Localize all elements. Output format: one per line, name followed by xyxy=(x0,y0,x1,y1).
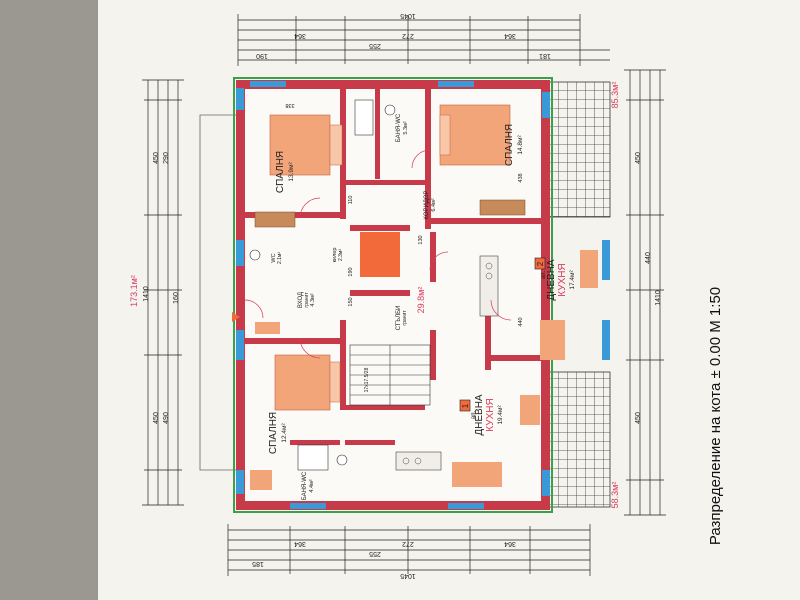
room-stairs-area: 29.8м² xyxy=(416,287,426,314)
furniture-beds xyxy=(269,104,511,411)
room-bath-top-area: 5.3м² xyxy=(403,121,409,134)
room-hall-area: 4.3м² xyxy=(310,293,316,306)
dim-interior-110: 110 xyxy=(348,196,354,205)
dim-top-364a: 364 xyxy=(294,32,306,39)
room-wc-area: 2.1м² xyxy=(277,252,283,264)
room-living-right-area: 17.4м² xyxy=(569,270,576,290)
total-area-label: 173.1м² xyxy=(129,275,139,307)
room-corridor-name: КОРИДОР xyxy=(424,190,430,219)
sheet-title: Разпределение на кота ± 0.00 М 1:50 xyxy=(707,287,724,545)
dim-interior-440: 440 xyxy=(518,317,524,326)
room-stairs-name: СТЪЛБИ xyxy=(396,306,402,331)
apt-1-label: ап. xyxy=(471,411,477,420)
dim-right-450b: 450 xyxy=(635,412,642,424)
apartment-marker-1: ап. 1 xyxy=(459,399,477,420)
dimension-chain-left xyxy=(142,79,184,506)
dim-right-1410: 1410 xyxy=(655,290,662,306)
stair-core-lift xyxy=(360,232,400,277)
room-bath-bottom-area: 4.4м² xyxy=(309,479,315,492)
dim-interior-438: 438 xyxy=(518,173,524,182)
terrace-bottom xyxy=(547,371,611,508)
room-living-right-name: ДНЕВНА xyxy=(546,259,557,301)
dimension-chain-bottom xyxy=(227,524,591,576)
dim-bottom-364b: 364 xyxy=(504,540,516,547)
dim-left-490: 490 xyxy=(163,412,170,424)
apt-2-number: 2 xyxy=(536,261,545,266)
dim-bottom-total: 1045 xyxy=(400,572,416,579)
room-bedroom-right-area: 14.8м² xyxy=(517,135,524,155)
dim-top-364b: 364 xyxy=(504,32,516,39)
room-wc-name: WC xyxy=(271,253,277,262)
room-living-bottom-area: 19.4м² xyxy=(497,405,504,425)
room-storage-area: 2.3м² xyxy=(338,249,344,261)
door-swings xyxy=(244,149,512,359)
dim-left-total: 1410 xyxy=(143,286,150,302)
interior-walls xyxy=(245,89,541,445)
dim-left-160: 160 xyxy=(173,292,180,304)
dim-right-440: 440 xyxy=(645,252,652,264)
room-storage-name: килер xyxy=(332,248,338,263)
room-bath-top-name: БАНЯ-WC xyxy=(396,113,402,142)
room-bedroom-bottom-name: СПАЛНЯ xyxy=(268,412,279,454)
dim-bottom-364a: 364 xyxy=(294,540,306,547)
dimension-chain-right xyxy=(624,69,666,516)
room-stairs-finish: гранит xyxy=(402,310,408,326)
room-living-bottom-name: ДНЕВНА xyxy=(474,394,485,436)
dim-left-290a: 290 xyxy=(163,152,170,164)
room-hall-finish: гранит xyxy=(304,292,310,308)
dim-right-450a: 450 xyxy=(635,152,642,164)
dim-interior-150: 150 xyxy=(348,297,354,306)
furniture-wardrobes xyxy=(254,199,526,228)
dim-interior-130: 130 xyxy=(418,235,424,244)
room-bedroom-bottom-area: 12.4м² xyxy=(281,423,288,443)
stair-treads xyxy=(349,344,431,406)
dim-bottom-272: 272 xyxy=(402,540,414,547)
terrace-bottom-area: 58.3м² xyxy=(610,482,620,509)
room-living-bottom-sub: КУХНЯ xyxy=(485,398,496,431)
slab-outline-left xyxy=(199,114,240,471)
kitchen-counters xyxy=(395,255,499,471)
room-corridor-area: 6.4м² xyxy=(431,198,437,211)
terrace-right xyxy=(547,81,611,218)
dim-left-450b: 450 xyxy=(153,412,160,424)
dim-top-272: 272 xyxy=(402,32,414,39)
dim-left-450a: 450 xyxy=(153,152,160,164)
furniture-living xyxy=(250,250,598,490)
dim-top-total: 1045 xyxy=(400,12,416,19)
room-living-right-sub: КУХНЯ xyxy=(557,263,568,296)
dim-bottom-185: 185 xyxy=(252,560,264,567)
room-bath-bottom-name: БАНЯ-WC xyxy=(302,471,308,500)
entrance-arrow-icon xyxy=(232,312,240,322)
windows xyxy=(236,81,610,509)
apartment-marker-2: ап. 2 xyxy=(534,257,547,280)
dim-bottom-255: 255 xyxy=(369,550,381,557)
dim-interior-190: 190 xyxy=(348,267,354,276)
room-bedroom-top-name: СПАЛНЯ xyxy=(275,151,286,193)
room-hall-name: ВХОД xyxy=(298,292,304,308)
dimension-chain-top xyxy=(237,14,610,66)
dim-top-255: 255 xyxy=(369,42,381,49)
terrace-right-area: 85.3м² xyxy=(610,82,620,109)
apt-1-number: 1 xyxy=(461,403,470,408)
dim-top-181: 181 xyxy=(539,52,551,59)
room-bedroom-top-area: 13.9м² xyxy=(288,162,295,182)
dim-top-190: 190 xyxy=(256,52,268,59)
dim-interior-338: 338 xyxy=(285,102,294,108)
stair-rise-label: 17x17.5/28 xyxy=(364,367,370,392)
apt-2-label: ап. xyxy=(541,271,547,280)
room-bedroom-right-name: СПАЛНЯ xyxy=(504,124,515,166)
bathroom-fixtures xyxy=(249,99,396,471)
